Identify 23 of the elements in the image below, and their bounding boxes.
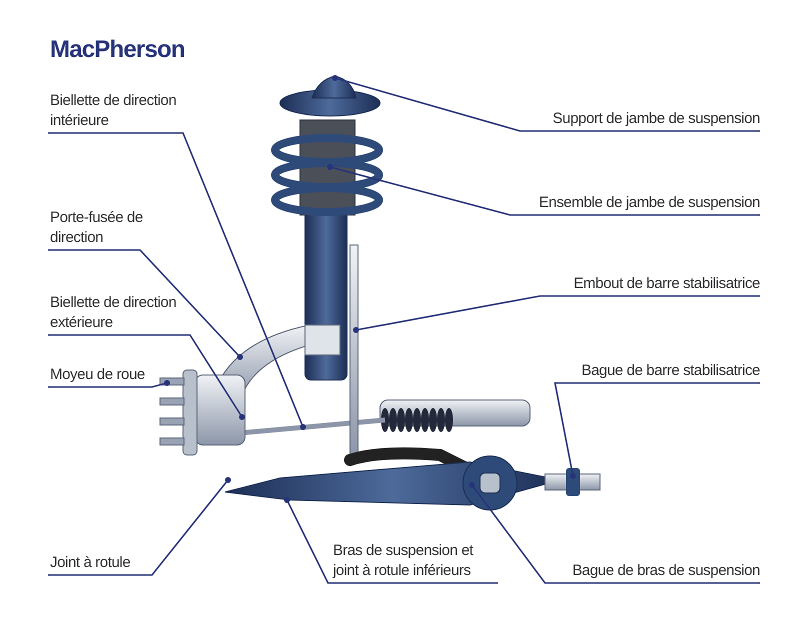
leader-line	[353, 295, 760, 333]
part-label: Ensemble de jambe de suspension	[500, 193, 760, 215]
part-label: Porte-fusée de direction	[50, 208, 165, 250]
title: MacPherson	[50, 36, 185, 64]
part-label: Biellette de direction intérieure	[50, 91, 185, 133]
leader-line	[48, 380, 170, 388]
leader-line	[48, 477, 231, 576]
part-label: Bague de bras de suspension	[530, 561, 760, 583]
leader-line	[48, 334, 245, 420]
leader-line	[554, 382, 760, 479]
part-label: Embout de barre stabilisatrice	[530, 274, 760, 296]
leader-line	[284, 497, 498, 584]
leader-line	[469, 482, 760, 584]
part-label: Biellette de direction extérieure	[50, 293, 195, 335]
part-label: Bague de barre stabilisatrice	[540, 361, 760, 383]
leader-line	[327, 164, 760, 216]
leader-line	[48, 132, 306, 430]
part-label: Joint à rotule	[50, 553, 150, 575]
part-label: Moyeu de roue	[50, 365, 160, 387]
leader-line	[48, 249, 243, 360]
part-label: Bras de suspension et joint à rotule inférieurs	[333, 541, 498, 583]
leader-line	[332, 75, 760, 132]
part-label: Support de jambe de suspension	[520, 109, 760, 131]
